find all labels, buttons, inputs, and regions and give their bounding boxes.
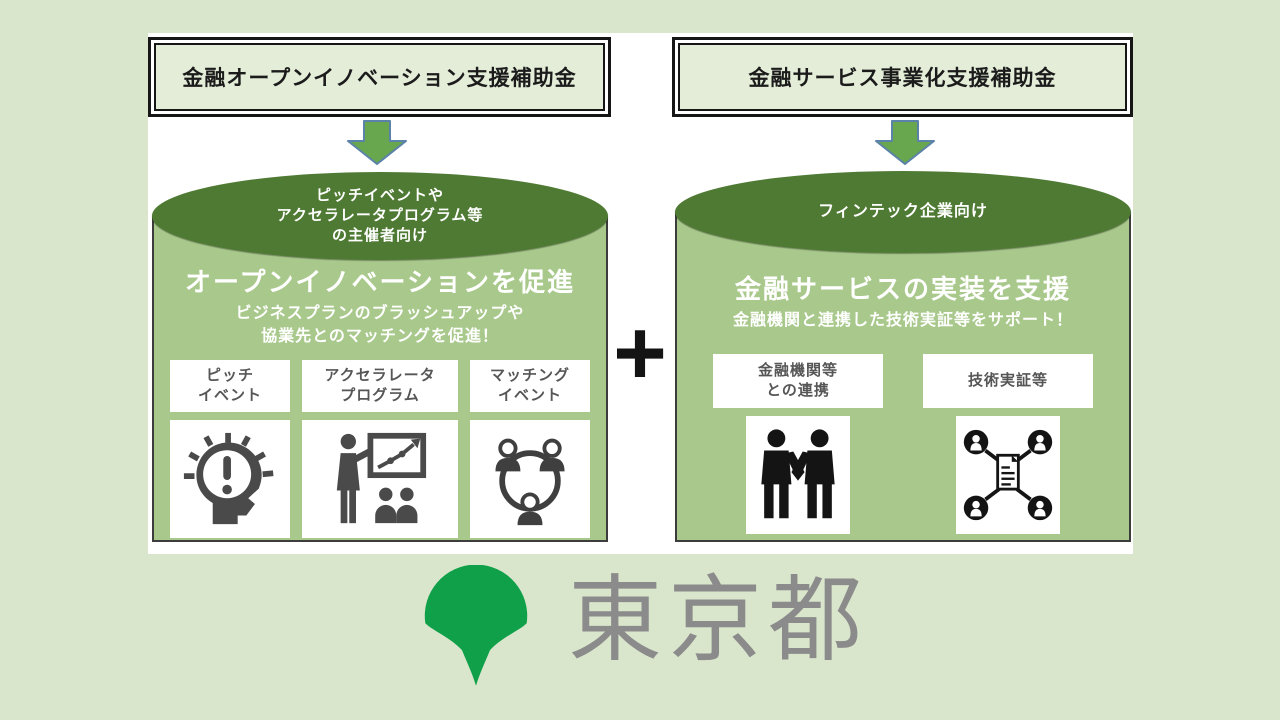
tokyo-organization-name: 東京都 — [568, 567, 869, 672]
audience-banner: フィンテック企業向け — [675, 171, 1131, 253]
fintech-implementation-panel: フィンテック企業向け 金融サービスの実装を支援 金融機関と連携した技術実証等をサ… — [675, 171, 1131, 542]
category-accelerator-program: アクセラレータ プログラム — [302, 360, 458, 539]
handshake-icon — [761, 429, 835, 519]
idea-head-icon — [183, 433, 274, 525]
right-subsidy-title-box: 金融サービス事業化支援補助金 — [672, 37, 1133, 117]
description-line: 協業先とのマッチングを促進！ — [261, 328, 499, 346]
category-label-line: イベント — [197, 387, 262, 405]
tokyo-ginkgo-leaf-icon — [424, 565, 528, 686]
audience-line: の主催者向け — [331, 226, 428, 244]
left-subsidy-title-box: 金融オープンイノベーション支援補助金 — [148, 37, 611, 117]
audience-line: ピッチイベントや — [315, 187, 444, 205]
audience-line: アクセラレータプログラム等 — [276, 207, 484, 225]
people-network-icon — [495, 438, 565, 526]
icon-tile — [170, 420, 290, 539]
category-pitch-event: ピッチ イベント — [170, 360, 290, 539]
right-subsidy-title: 金融サービス事業化支援補助金 — [748, 67, 1057, 90]
category-financial-partnership: 金融機関等 との連携 — [713, 354, 883, 535]
icon-tile — [956, 416, 1060, 535]
category-label-line: 技術実証等 — [967, 371, 1048, 389]
audience-line: フィンテック企業向け — [818, 203, 988, 221]
icon-tile — [302, 420, 458, 539]
left-subsidy-title: 金融オープンイノベーション支援補助金 — [182, 67, 577, 90]
description-line: ビジネスプランのブラッシュアップや — [235, 304, 525, 322]
category-label-line: プログラム — [340, 387, 420, 405]
category-label-line: との連携 — [766, 382, 830, 400]
category-columns: ピッチ イベント — [154, 360, 606, 539]
down-arrow-icon — [875, 120, 935, 165]
panel-description: 金融機関と連携した技術実証等をサポート！ — [677, 309, 1129, 332]
category-label-line: マッチング — [489, 367, 570, 385]
category-label-line: アクセラレータ — [324, 367, 436, 385]
panel-headline: 金融サービスの実装を支援 — [734, 274, 1071, 304]
category-label-box: ピッチ イベント — [170, 360, 290, 413]
category-label-line: ピッチ — [205, 367, 254, 385]
icon-tile — [470, 420, 590, 539]
audience-banner: ピッチイベントや アクセラレータプログラム等 の主催者向け — [152, 172, 608, 260]
category-label-line: 金融機関等 — [757, 361, 838, 379]
icon-tile — [746, 416, 850, 535]
open-innovation-panel: ピッチイベントや アクセラレータプログラム等 の主催者向け オープンイノベーショ… — [152, 172, 608, 542]
down-arrow-icon — [347, 120, 407, 165]
description-line: 金融機関と連携した技術実証等をサポート！ — [732, 311, 1073, 329]
category-label-line: イベント — [497, 387, 562, 405]
category-matching-event: マッチング イベント — [470, 360, 590, 539]
category-label-box: 技術実証等 — [923, 354, 1093, 409]
category-technical-verification: 技術実証等 — [923, 354, 1093, 535]
presentation-icon — [336, 433, 427, 524]
category-label-box: アクセラレータ プログラム — [302, 360, 458, 413]
panel-description: ビジネスプランのブラッシュアップや 協業先とのマッチングを促進！ — [154, 302, 606, 348]
category-label-box: マッチング イベント — [470, 360, 590, 413]
panel-headline: オープンイノベーションを促進 — [185, 267, 575, 297]
category-label-box: 金融機関等 との連携 — [713, 354, 883, 409]
document-network-icon — [963, 429, 1053, 521]
plus-sign: + — [613, 301, 667, 404]
category-columns: 金融機関等 との連携 — [677, 354, 1129, 535]
